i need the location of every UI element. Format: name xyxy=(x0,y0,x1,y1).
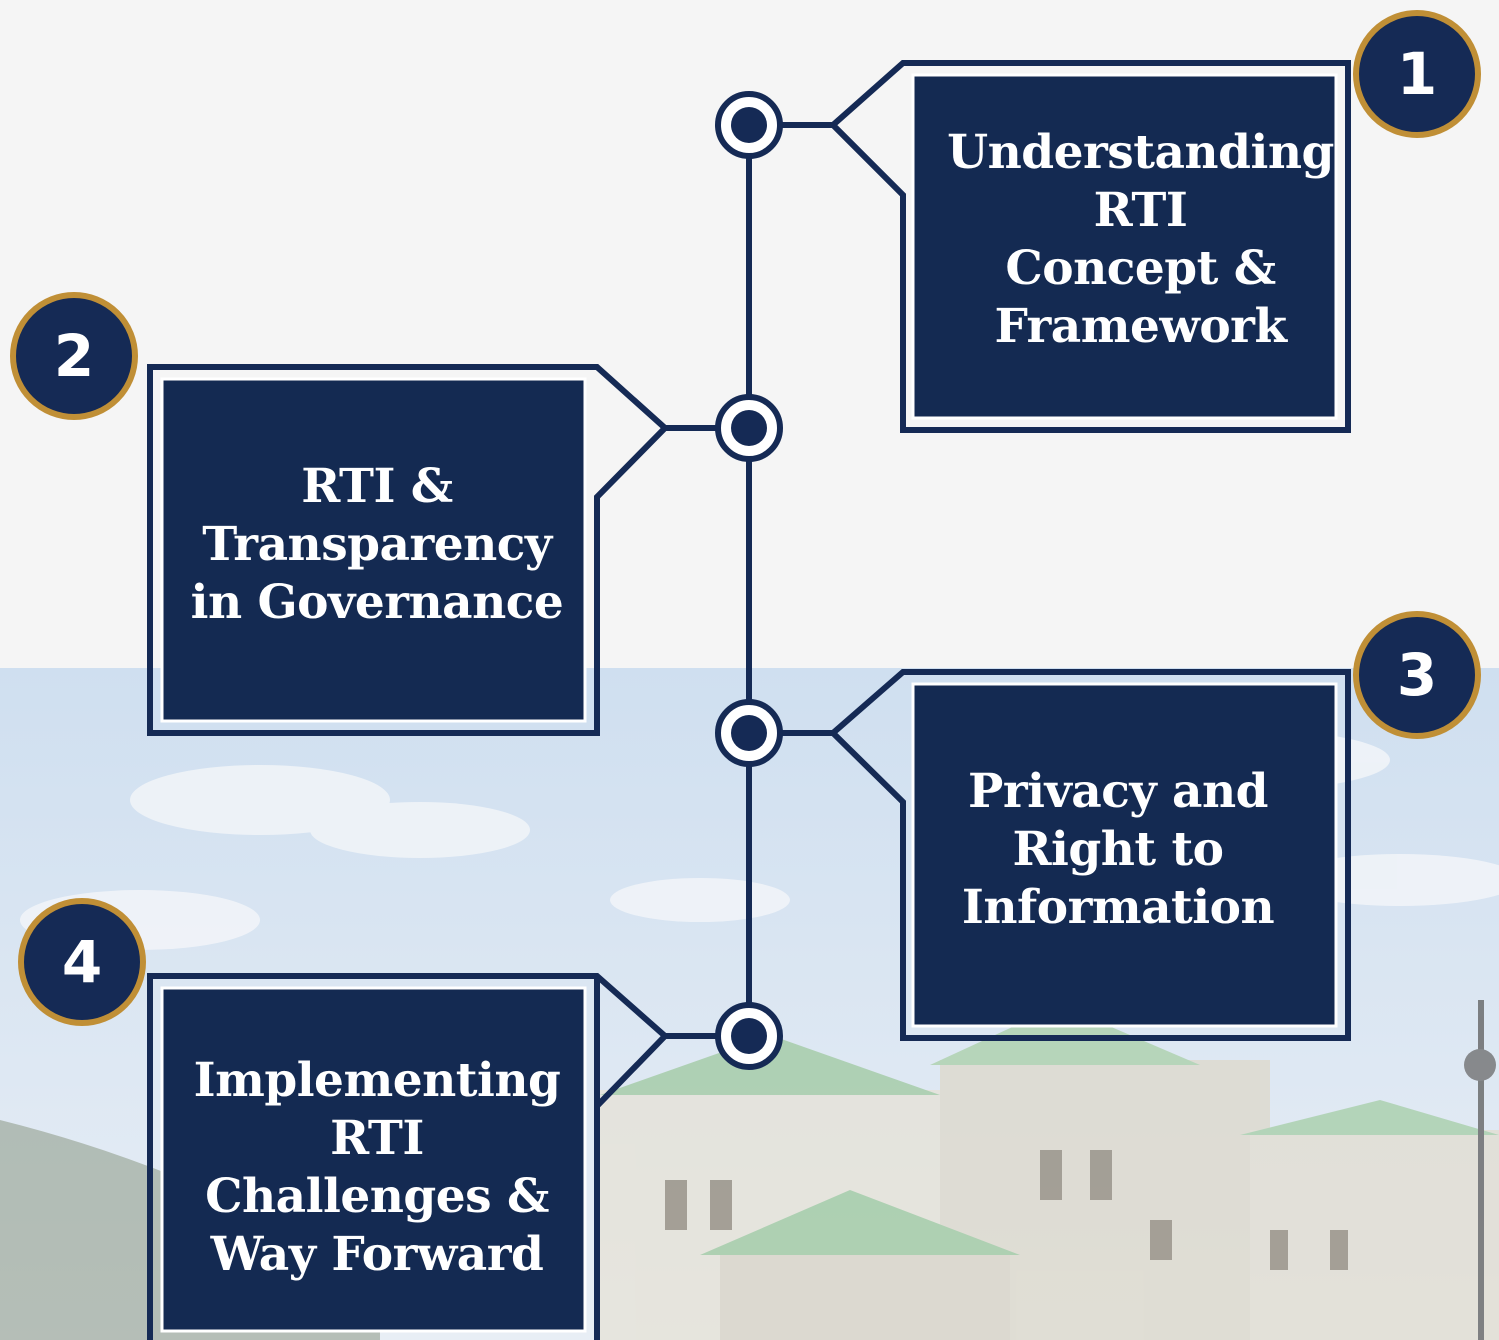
step-3-line-3: Information xyxy=(961,880,1275,935)
step-1-number-badge: 1 xyxy=(1353,10,1481,138)
step-4-line-1: Implementing xyxy=(193,1053,561,1108)
step-2-title: RTI & Transparency in Governance xyxy=(162,430,592,660)
step-1-line-4: Framework xyxy=(994,299,1287,354)
step-1-line-1: Understanding xyxy=(947,125,1334,180)
step-1-line-2: RTI xyxy=(1093,183,1188,238)
timeline-node-4 xyxy=(715,1002,783,1070)
step-2-number-badge: 2 xyxy=(10,292,138,420)
step-2-card-frame xyxy=(147,364,716,736)
step-3-number-badge: 3 xyxy=(1353,611,1481,739)
step-1-title: Understanding RTI Concept & Framework xyxy=(913,100,1368,380)
step-1-card-frame xyxy=(782,60,1351,433)
timeline-node-3 xyxy=(715,699,783,767)
step-4-line-2: RTI xyxy=(330,1111,424,1166)
step-3-card-frame xyxy=(782,669,1351,1041)
step-2-line-2: Transparency xyxy=(202,517,552,572)
step-3-title: Privacy and Right to Information xyxy=(913,735,1323,965)
step-1-line-3: Concept & xyxy=(1005,241,1276,296)
step-4-title: Implementing RTI Challenges & Way Forwar… xyxy=(162,1028,592,1308)
step-4-card-frame xyxy=(147,973,716,1340)
step-3-line-1: Privacy and xyxy=(968,764,1269,819)
step-3-line-2: Right to xyxy=(1012,822,1224,877)
step-4-line-3: Challenges & xyxy=(205,1169,549,1224)
step-4-number-badge: 4 xyxy=(18,898,146,1026)
step-2-line-1: RTI & xyxy=(301,459,453,514)
step-4-line-4: Way Forward xyxy=(210,1227,544,1282)
timeline-node-1 xyxy=(715,91,783,159)
step-2-line-3: in Governance xyxy=(190,575,564,630)
timeline-node-2 xyxy=(715,394,783,462)
